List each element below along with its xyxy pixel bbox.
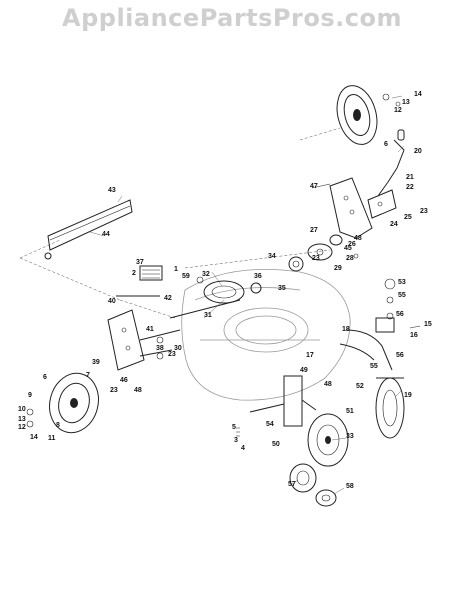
callout-56: 56 [396, 352, 404, 359]
callout-23: 23 [168, 351, 176, 358]
right-height-bracket [329, 177, 373, 239]
rear-shield [44, 199, 133, 260]
callout-47: 47 [310, 183, 318, 190]
callout-56: 56 [396, 311, 404, 318]
front-pivot-arm [339, 317, 395, 371]
hardware [26, 93, 421, 428]
callout-4: 4 [241, 445, 245, 452]
callout-55: 55 [398, 292, 406, 299]
callout-6: 6 [43, 374, 47, 381]
rear-wheel-left [49, 372, 99, 434]
callout-labels: 1234566789101112121313141415161718192021… [18, 91, 432, 490]
callout-22: 22 [406, 184, 414, 191]
callout-26: 26 [348, 241, 356, 248]
callout-43: 43 [108, 187, 116, 194]
callout-40: 40 [108, 298, 116, 305]
callout-2: 2 [132, 270, 136, 277]
callout-14: 14 [414, 91, 422, 98]
callout-30: 30 [174, 345, 182, 352]
callout-15: 15 [424, 321, 432, 328]
callout-53: 53 [398, 279, 406, 286]
callout-42: 42 [164, 295, 172, 302]
spring-bracket [116, 265, 163, 297]
callout-5: 5 [232, 424, 236, 431]
callout-58: 58 [346, 483, 354, 490]
callout-16: 16 [410, 332, 418, 339]
callout-23: 23 [312, 255, 320, 262]
callout-21: 21 [406, 174, 414, 181]
callout-23: 23 [420, 208, 428, 215]
callout-13: 13 [402, 99, 410, 106]
callout-49: 49 [300, 367, 308, 374]
rear-wheel-right [336, 85, 378, 145]
drive-gear [288, 234, 343, 272]
callout-14: 14 [30, 434, 38, 441]
callout-39: 39 [92, 359, 100, 366]
callout-7: 7 [86, 372, 90, 379]
callout-54: 54 [266, 421, 274, 428]
callout-48: 48 [354, 235, 362, 242]
callout-52: 52 [356, 383, 364, 390]
rear-height-lever [377, 129, 405, 197]
callout-38: 38 [156, 345, 164, 352]
callout-3: 3 [234, 437, 238, 444]
alignment-lines [19, 127, 341, 319]
callout-27: 27 [310, 227, 318, 234]
callout-35: 35 [278, 285, 286, 292]
callout-9: 9 [28, 392, 32, 399]
callout-33: 33 [346, 433, 354, 440]
callout-29: 29 [334, 265, 342, 272]
callout-41: 41 [146, 326, 154, 333]
callout-12: 12 [394, 107, 402, 114]
front-wheel-center [307, 413, 349, 467]
callout-28: 28 [346, 255, 354, 262]
mower-deck [181, 268, 351, 401]
callout-8: 8 [56, 422, 60, 429]
front-axle-bracket [236, 375, 317, 437]
callout-57: 57 [288, 481, 296, 488]
watermark: AppliancePartsPros.com [62, 4, 402, 32]
callout-17: 17 [306, 352, 314, 359]
callout-10: 10 [18, 406, 26, 413]
callout-19: 19 [404, 392, 412, 399]
callout-48: 48 [324, 381, 332, 388]
callout-23: 23 [110, 387, 118, 394]
callout-48: 48 [134, 387, 142, 394]
callout-59: 59 [182, 273, 190, 280]
hubcap [289, 463, 337, 507]
callout-55: 55 [370, 363, 378, 370]
callout-34: 34 [268, 253, 276, 260]
callout-37: 37 [136, 259, 144, 266]
transmission [169, 280, 262, 319]
callout-45: 45 [344, 245, 352, 252]
callout-36: 36 [254, 273, 262, 280]
callout-44: 44 [102, 231, 110, 238]
callout-12: 12 [18, 424, 26, 431]
callout-51: 51 [346, 408, 354, 415]
left-height-bracket [107, 309, 181, 371]
callout-50: 50 [272, 441, 280, 448]
callout-13: 13 [18, 416, 26, 423]
callout-11: 11 [48, 435, 56, 442]
axle-bracket-right [367, 189, 397, 219]
front-wheel-right [375, 377, 405, 439]
callout-1: 1 [174, 266, 178, 273]
callout-46: 46 [120, 377, 128, 384]
leader-lines [89, 95, 405, 495]
callout-20: 20 [414, 148, 422, 155]
callout-6: 6 [384, 141, 388, 148]
callout-25: 25 [404, 214, 412, 221]
callout-18: 18 [342, 326, 350, 333]
callout-31: 31 [204, 312, 212, 319]
callout-32: 32 [202, 271, 210, 278]
callout-24: 24 [390, 221, 398, 228]
